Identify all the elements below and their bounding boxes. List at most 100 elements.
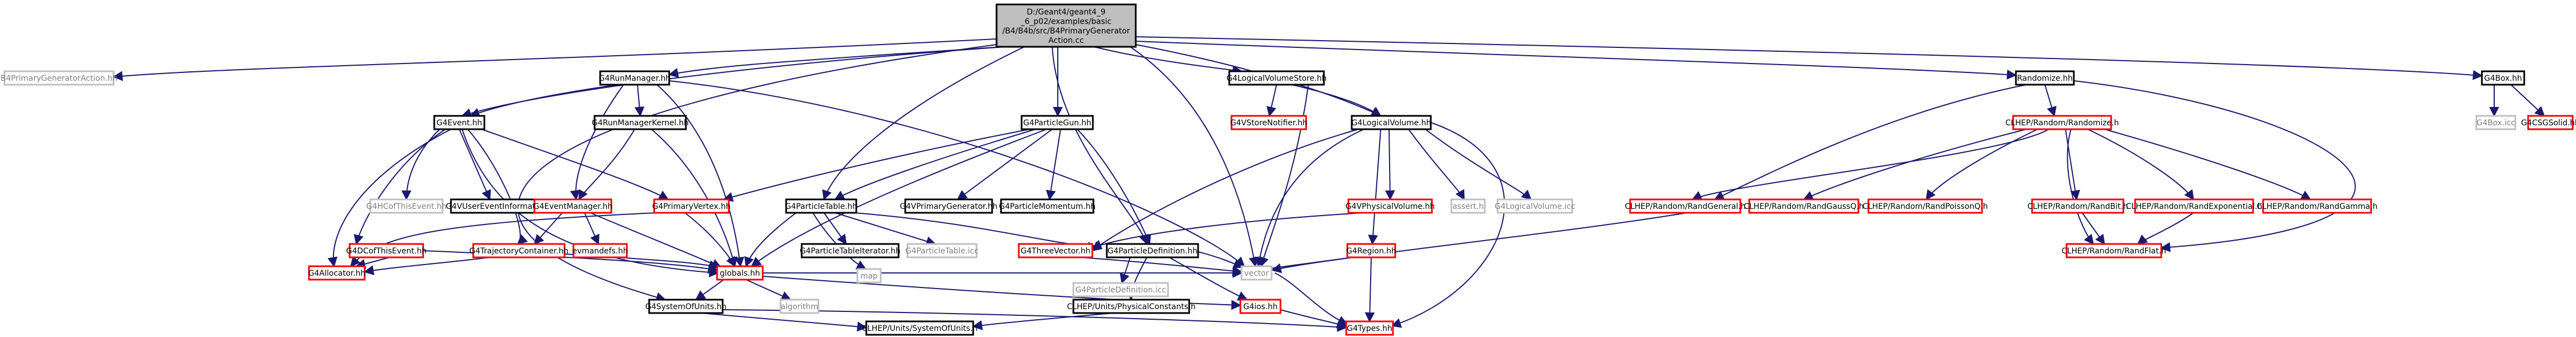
dependency-edge xyxy=(1266,84,1277,117)
node-g4particledefinition-icc[interactable]: G4ParticleDefinition.icc xyxy=(1072,282,1169,297)
node-randgamma[interactable]: CLHEP/Random/RandGamma.h xyxy=(2256,198,2378,214)
node-g4box[interactable]: G4Box.hh xyxy=(2481,70,2525,86)
dependency-edge xyxy=(822,46,1025,201)
dependency-edge xyxy=(1259,84,1309,267)
dependency-edge xyxy=(1274,272,1348,325)
node-g4threevector[interactable]: G4ThreeVector.hh xyxy=(1018,243,1093,258)
dependency-edge xyxy=(462,129,719,277)
dependency-edge xyxy=(1052,46,1149,245)
node-g4event[interactable]: G4Event.hh xyxy=(433,115,485,130)
svg-text:G4Types.hh: G4Types.hh xyxy=(1347,324,1392,333)
svg-text:CLHEP/Random/Randomize.h: CLHEP/Random/Randomize.h xyxy=(2005,119,2119,128)
dependency-edge xyxy=(1365,257,1375,323)
dependency-edge xyxy=(481,129,669,200)
node-randomize[interactable]: Randomize.hh xyxy=(2015,70,2075,86)
svg-text:B4PrimaryGeneratorAction.hh: B4PrimaryGeneratorAction.hh xyxy=(1,74,117,83)
dependency-edge xyxy=(1254,129,1365,267)
node-g4runmanager[interactable]: G4RunManager.hh xyxy=(599,70,671,86)
node-assert-h[interactable]: assert.h xyxy=(1450,198,1486,214)
node-g4trajectorycontainer[interactable]: G4TrajectoryContainer.hh xyxy=(469,243,568,258)
svg-text:G4ParticleDefinition.hh: G4ParticleDefinition.hh xyxy=(1107,247,1197,256)
dependency-edge xyxy=(584,212,600,245)
dependency-edge xyxy=(669,80,1245,267)
node-g4particletable-icc[interactable]: G4ParticleTable.icc xyxy=(905,243,979,258)
dependency-edge xyxy=(459,129,491,201)
dependency-edge xyxy=(835,212,936,246)
dependency-edge xyxy=(1391,122,1505,328)
dependency-edge xyxy=(350,212,658,267)
node-g4logicalvolume-icc[interactable]: G4LogicalVolume.icc xyxy=(1495,198,1576,214)
svg-text:G4ParticleTable.icc: G4ParticleTable.icc xyxy=(905,247,978,256)
node-g4particlegun[interactable]: G4ParticleGun.hh xyxy=(1020,115,1094,130)
dependency-edge xyxy=(590,212,722,268)
node-g4particlemomentum[interactable]: G4ParticleMomentum.hh xyxy=(999,198,1096,214)
dependency-edge xyxy=(1803,129,2027,201)
node-randbit[interactable]: CLHEP/Random/RandBit.h xyxy=(2028,198,2128,214)
dependency-edge xyxy=(723,129,1031,202)
node-map[interactable]: map xyxy=(856,268,882,284)
svg-text:G4Allocator.hh: G4Allocator.hh xyxy=(308,269,366,278)
node-g4runmanagerkernel[interactable]: G4RunManagerKernel.hh xyxy=(592,115,689,130)
node-b4primarygeneratoraction[interactable]: B4PrimaryGeneratorAction.hh xyxy=(1,70,117,86)
node-g4primaryvertex[interactable]: G4PrimaryVertex.hh xyxy=(652,198,731,214)
node-g4vstorenotifier[interactable]: G4VStoreNotifier.hh xyxy=(1230,115,1308,130)
node-randgaussq[interactable]: CLHEP/Random/RandGaussQ.h xyxy=(1744,198,1864,214)
node-g4types[interactable]: G4Types.hh xyxy=(1345,320,1394,336)
dependency-edge xyxy=(327,129,452,267)
svg-text:CLHEP/Random/RandGamma.h: CLHEP/Random/RandGamma.h xyxy=(2256,202,2377,211)
node-g4box-icc[interactable]: G4Box.icc xyxy=(2475,115,2516,130)
svg-text:CLHEP/Random/RandFlat.h: CLHEP/Random/RandFlat.h xyxy=(2062,247,2166,256)
svg-text:vector: vector xyxy=(1244,269,1269,278)
dependency-edge xyxy=(1169,257,1248,301)
node-g4particletableiterator[interactable]: G4ParticleTableIterator.hh xyxy=(800,243,901,258)
dependency-edge xyxy=(834,129,1036,200)
root-label-line-1: D:/Geant4/geant4_9 xyxy=(1027,8,1106,17)
node-vector[interactable]: vector xyxy=(1240,265,1273,281)
node-randgeneral[interactable]: CLHEP/Random/RandGeneral.h xyxy=(1625,198,1746,214)
node-randexponential[interactable]: CLHEP/Random/RandExponential.h xyxy=(2126,198,2263,214)
dependency-edge xyxy=(467,129,528,245)
svg-text:CLHEP/Random/RandGeneral.h: CLHEP/Random/RandGeneral.h xyxy=(1625,202,1745,211)
node-g4eventmanager[interactable]: G4EventManager.hh xyxy=(533,198,612,214)
node-g4region[interactable]: G4Region.hh xyxy=(1346,243,1396,258)
node-g4dcofthisevent[interactable]: G4DCofThisEvent.hh xyxy=(346,243,427,258)
node-g4hcofthisevent[interactable]: G4HCofThisEvent.hh xyxy=(366,198,446,214)
node-randflat[interactable]: CLHEP/Random/RandFlat.h xyxy=(2062,243,2166,258)
node-g4vphysicalvolume[interactable]: G4VPhysicalVolume.hh xyxy=(1346,198,1435,214)
node-g4ios[interactable]: G4ios.hh xyxy=(1239,299,1282,314)
node-g4systemofunits[interactable]: G4SystemOfUnits.hh xyxy=(645,299,727,314)
dependency-edge xyxy=(2065,129,2081,201)
svg-text:G4ParticleTable.hh: G4ParticleTable.hh xyxy=(785,202,857,211)
svg-text:CLHEP/Random/RandGaussQ.h: CLHEP/Random/RandGaussQ.h xyxy=(1744,202,1864,211)
svg-text:G4ParticleGun.hh: G4ParticleGun.hh xyxy=(1023,119,1091,128)
dependency-edge xyxy=(651,129,738,267)
dependency-edge xyxy=(1135,36,2483,80)
node-g4allocator[interactable]: G4Allocator.hh xyxy=(308,265,366,281)
svg-text:G4RunManager.hh: G4RunManager.hh xyxy=(599,74,671,83)
svg-text:G4LogicalVolumeStore.hh: G4LogicalVolumeStore.hh xyxy=(1226,74,1327,83)
node-g4particledefinition[interactable]: G4ParticleDefinition.hh xyxy=(1106,243,1199,258)
node-globals[interactable]: globals.hh xyxy=(716,265,764,281)
node-g4csgsolid[interactable]: G4CSGSolid.hh xyxy=(2521,115,2576,130)
node-algorithm[interactable]: algorithm xyxy=(779,299,820,314)
node-g4logicalvolume[interactable]: G4LogicalVolume.hh xyxy=(1351,115,1432,130)
node-randpoissonq[interactable]: CLHEP/Random/RandPoissonQ.h xyxy=(1862,198,1988,214)
dependency-edge xyxy=(1120,257,1131,284)
dependency-edge xyxy=(823,212,847,245)
svg-text:G4LogicalVolume.icc: G4LogicalVolume.icc xyxy=(1495,202,1576,211)
node-evmandefs[interactable]: evmandefs.hh xyxy=(572,243,628,258)
node-clhep-randomize[interactable]: CLHEP/Random/Randomize.h xyxy=(2005,115,2119,130)
dependency-edge xyxy=(1271,212,1687,273)
dependency-edge xyxy=(668,46,1003,78)
dependency-edge xyxy=(1046,129,1061,201)
root-label-line-4: Action.cc xyxy=(1048,36,1084,45)
node-clhep-systemofunits[interactable]: CLHEP/Units/SystemOfUnits.h xyxy=(862,320,978,336)
node-clhep-physicalconstants[interactable]: CLHEP/Units/PhysicalConstants.h xyxy=(1067,299,1196,314)
node-g4vprimarygenerator[interactable]: G4VPrimaryGenerator.hh xyxy=(900,198,998,214)
dependency-edge xyxy=(1093,46,1243,75)
dependency-edge xyxy=(364,257,490,276)
node-g4particletable[interactable]: G4ParticleTable.hh xyxy=(785,198,857,214)
dependency-edge xyxy=(2067,129,2094,245)
svg-text:G4Event.hh: G4Event.hh xyxy=(436,119,482,128)
node-g4logicalvolumestore[interactable]: G4LogicalVolumeStore.hh xyxy=(1226,70,1327,86)
